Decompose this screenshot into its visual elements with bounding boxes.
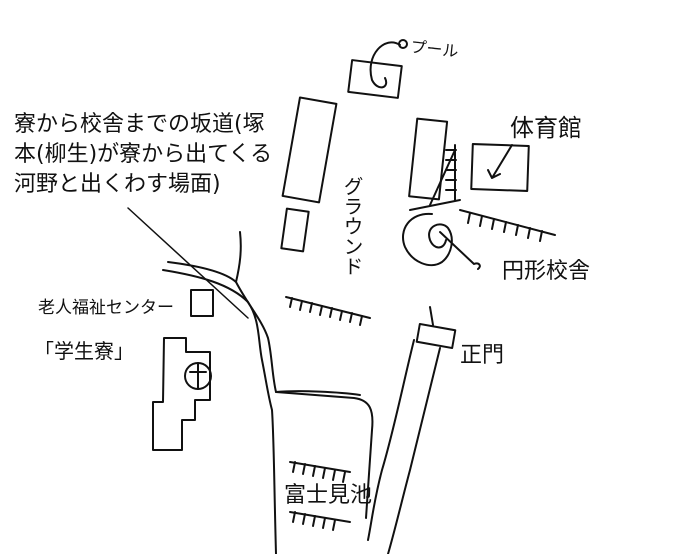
pond-outline (289, 461, 351, 473)
scene-note: 寮から校舎までの坂道(塚本(柳生)が寮から出てくる河野と出くわす場面) (14, 112, 273, 197)
dorm-label: 「学生寮」 (34, 339, 134, 363)
fence-right (459, 209, 556, 236)
main-gate-label: 正門 (460, 343, 504, 368)
pool-arrow (369, 41, 401, 89)
round-school-label: 円形校舎 (502, 259, 590, 284)
gym-building (470, 143, 530, 192)
elderly-center-building (190, 289, 214, 317)
pond-label: 富士見池 (284, 483, 372, 508)
gym-label: 体育館 (510, 114, 582, 142)
round-school (402, 212, 453, 267)
road-right (367, 339, 415, 541)
ground-label: グラウンド (340, 176, 364, 276)
leader-line (127, 207, 249, 319)
school-building-small (280, 207, 310, 253)
school-building-right (408, 117, 449, 201)
pool-label: プール (410, 37, 460, 61)
elderly-center-label: 老人福祉センター (38, 298, 174, 318)
pool-building (347, 59, 403, 99)
fence-bottom (285, 296, 371, 319)
school-building-long (281, 96, 338, 204)
main-gate (415, 323, 457, 349)
dorm-building (152, 337, 211, 451)
